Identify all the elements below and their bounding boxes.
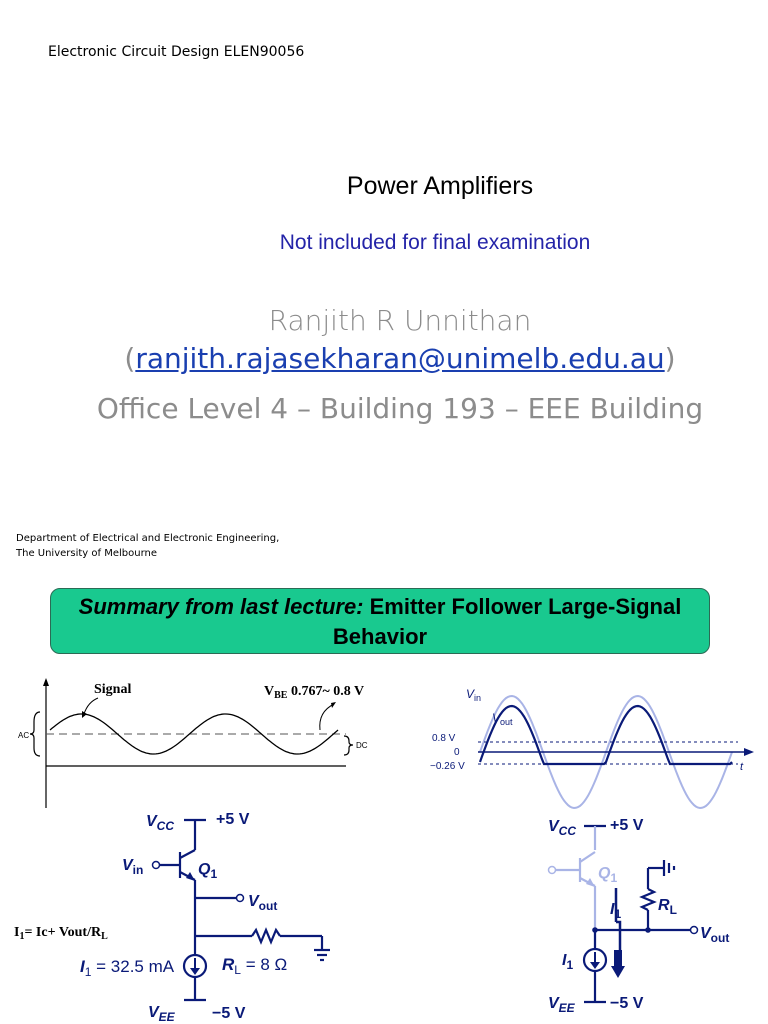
- signal-label: Signal: [94, 682, 131, 697]
- ac-sine-wave: [49, 713, 339, 755]
- vout-terminal: [235, 893, 245, 903]
- current-arrow-icon: [190, 968, 200, 975]
- vin-label: Vin: [122, 857, 143, 877]
- time-label: t: [740, 761, 744, 773]
- level-neg026-label: −0.26 V: [430, 761, 465, 772]
- load-resistor: [639, 888, 657, 911]
- vout-waveform: [478, 704, 733, 766]
- subtitle: Not included for final examination: [279, 231, 591, 254]
- signal-pointer: [83, 697, 99, 715]
- node-dot: [592, 927, 598, 933]
- rl-label: RL: [658, 897, 677, 917]
- author-name: Ranjith R Unnithan: [268, 304, 532, 337]
- vee-label: VEE: [548, 995, 576, 1015]
- i1-value-label: I1 = 32.5 mA: [80, 957, 175, 979]
- course-header: Electronic Circuit Design ELEN90056: [48, 44, 305, 60]
- current-formula: I1= Ic+ Vout/RL: [14, 925, 108, 942]
- i1-upper-label: I1: [610, 901, 621, 921]
- summary-topic: Emitter Follower Large-Signal Behavior: [332, 594, 682, 649]
- current-flow-bar: [614, 950, 622, 970]
- collector-lead: [179, 849, 196, 859]
- source-arrow-icon: [590, 962, 600, 969]
- y-axis-arrow-icon: [43, 678, 49, 686]
- node-dot: [645, 927, 651, 933]
- vcc-value: +5 V: [610, 817, 644, 834]
- email-link[interactable]: ranjith.rajasekharan@unimelb.edu.au: [135, 342, 665, 375]
- vin-label: Vin: [466, 687, 481, 703]
- vee-label: VEE: [148, 1004, 176, 1024]
- vin-vout-waveform-diagram: Vin Vout 0.8 V 0 −0.26 V t: [430, 687, 754, 810]
- vbe-arrow-icon: [331, 702, 336, 708]
- emitter-follower-current-circuit: VCC +5 V Q1 RL I1 Vout I1 VEE −5 V: [547, 817, 729, 1015]
- department-info: Department of Electrical and Electronic …: [16, 531, 279, 561]
- q1-label: Q1: [598, 865, 617, 885]
- page-title: Power Amplifiers: [346, 172, 534, 200]
- vout-terminal: [689, 925, 699, 935]
- ac-label: AC: [18, 731, 29, 740]
- signal-arrow-icon: [82, 711, 87, 718]
- vbe-label: VBE 0.767~ 0.8 V: [264, 684, 364, 701]
- q1-label: Q1: [198, 861, 217, 881]
- vcc-label: VCC: [548, 818, 576, 838]
- vee-value: −5 V: [610, 995, 644, 1012]
- office-location: Office Level 4 – Building 193 – EEE Buil…: [96, 392, 704, 425]
- current-flow-arrow-icon: [611, 966, 625, 978]
- vout-label: Vout: [248, 893, 277, 913]
- department-line: Department of Electrical and Electronic …: [16, 533, 280, 544]
- dc-label: DC: [356, 741, 368, 750]
- vin-terminal: [151, 860, 161, 870]
- dc-brace: [343, 735, 354, 756]
- ac-brace: [29, 711, 41, 757]
- rl-value-label: RL = 8 Ω: [222, 955, 287, 977]
- time-axis-arrow-icon: [744, 748, 754, 756]
- summary-banner: Summary from last lecture: Emitter Follo…: [50, 588, 710, 654]
- emitter-follower-circuit: VCC +5 V Vin Q1 Vout I1= Ic+ Vout/RL I1 …: [14, 811, 330, 1024]
- summary-lead: Summary from last lecture:: [78, 594, 364, 619]
- signal-waveform-diagram: AC DC Signal VBE 0.767~ 0.8 V: [18, 678, 368, 808]
- university-line: The University of Melbourne: [16, 548, 158, 559]
- i1-lower-label: I1: [562, 952, 573, 972]
- emitter-arrow-icon: [586, 878, 595, 887]
- email-close-paren: ): [664, 342, 676, 375]
- vee-value: −5 V: [212, 1005, 246, 1022]
- email-line: (ranjith.rajasekharan@unimelb.edu.au): [0, 342, 768, 375]
- level-0-label: 0: [454, 747, 460, 758]
- vcc-label: VCC: [146, 813, 174, 833]
- emitter-arrow-icon: [186, 872, 195, 881]
- vout-label: Vout: [492, 711, 513, 727]
- vcc-value: +5 V: [216, 811, 250, 828]
- email-open-paren: (: [124, 342, 136, 375]
- current-path-line: [614, 888, 622, 950]
- collector-lead: [579, 851, 596, 863]
- vout-label: Vout: [700, 925, 729, 945]
- vbe-pointer: [319, 703, 335, 731]
- vin-terminal: [547, 865, 557, 875]
- load-resistor: [251, 927, 281, 945]
- level-08-label: 0.8 V: [432, 733, 456, 744]
